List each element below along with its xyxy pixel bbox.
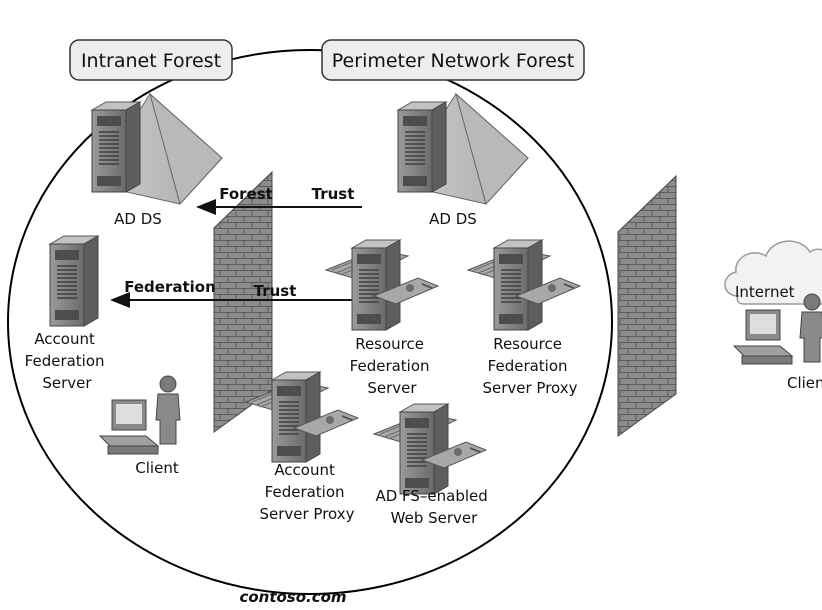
- resource-federation-proxy-icon: [468, 240, 580, 330]
- federation-trust-left-label: Federation: [124, 278, 216, 296]
- resource-federation-server-label: Resource Federation Server: [350, 335, 435, 397]
- forest-trust-left-label: Forest: [219, 185, 273, 203]
- resource-federation-proxy-label: Resource Federation Server Proxy: [482, 335, 577, 397]
- client-internet-label: Clien: [787, 374, 822, 392]
- intranet-forest-label: Intranet Forest: [69, 39, 233, 81]
- resource-federation-server-icon: [326, 240, 438, 330]
- internet-cloud-icon: [724, 240, 822, 305]
- domain-label: contoso.com: [239, 588, 346, 606]
- firewall-outer: [617, 174, 677, 437]
- ad-ds-intranet-icon: [91, 92, 223, 206]
- account-federation-server-icon: [49, 235, 99, 327]
- svg-text:Intranet Forest: Intranet Forest: [81, 50, 221, 72]
- perimeter-forest-label: Perimeter Network Forest: [321, 39, 585, 81]
- forest-trust-right-label: Trust: [312, 185, 355, 203]
- firewall-inner: [213, 170, 273, 433]
- client-intranet-icon: [99, 375, 181, 455]
- ad-ds-perimeter-label: AD DS: [429, 210, 477, 228]
- ad-ds-perimeter-icon: [397, 92, 529, 206]
- ad-ds-intranet-label: AD DS: [114, 210, 162, 228]
- svg-text:Perimeter Network Forest: Perimeter Network Forest: [332, 50, 574, 72]
- adfs-web-server-label: AD FS–enabled Web Server: [375, 487, 492, 527]
- forest-boundary: [7, 49, 613, 595]
- account-federation-proxy-label: Account Federation Server Proxy: [259, 461, 354, 523]
- internet-label: Internet: [735, 283, 795, 301]
- account-federation-server-label: Account Federation Server: [25, 330, 110, 392]
- adfs-web-server-icon: [374, 404, 486, 494]
- federation-trust-right-label: Trust: [254, 282, 297, 300]
- client-intranet-label: Client: [135, 459, 179, 477]
